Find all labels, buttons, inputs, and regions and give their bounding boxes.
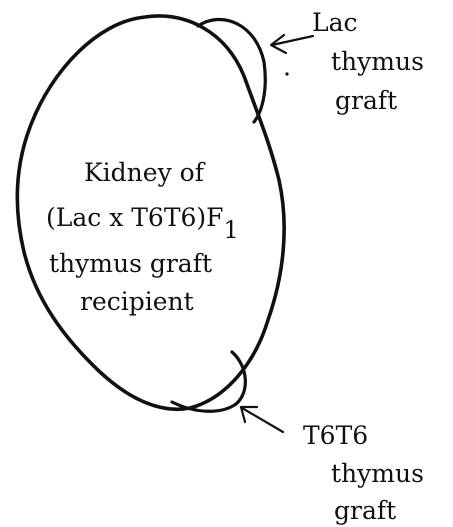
kidney-label-line2-main: (Lac x T6T6)F: [46, 203, 224, 232]
lac-graft-label-line2: thymus: [331, 47, 424, 76]
lac-graft-label-line3: graft: [335, 86, 397, 115]
lac-graft-arrow: [271, 35, 313, 53]
t6t6-graft-label-line3: graft: [334, 496, 396, 525]
ink-speck: [285, 72, 288, 75]
t6t6-graft-label-line1: T6T6: [303, 421, 368, 450]
kidney-label-line1: Kidney of: [84, 158, 206, 187]
kidney-label-line4: recipient: [80, 287, 194, 316]
kidney-label-line2-subscript: 1: [224, 216, 239, 244]
kidney-label-line2: (Lac x T6T6)F1: [46, 203, 239, 244]
t6t6-graft-label-line2: thymus: [331, 459, 424, 488]
lac-graft-label-line1: Lac: [312, 8, 358, 37]
t6t6-graft-arrow: [241, 407, 283, 432]
kidney-label-line3: thymus graft: [49, 249, 212, 278]
